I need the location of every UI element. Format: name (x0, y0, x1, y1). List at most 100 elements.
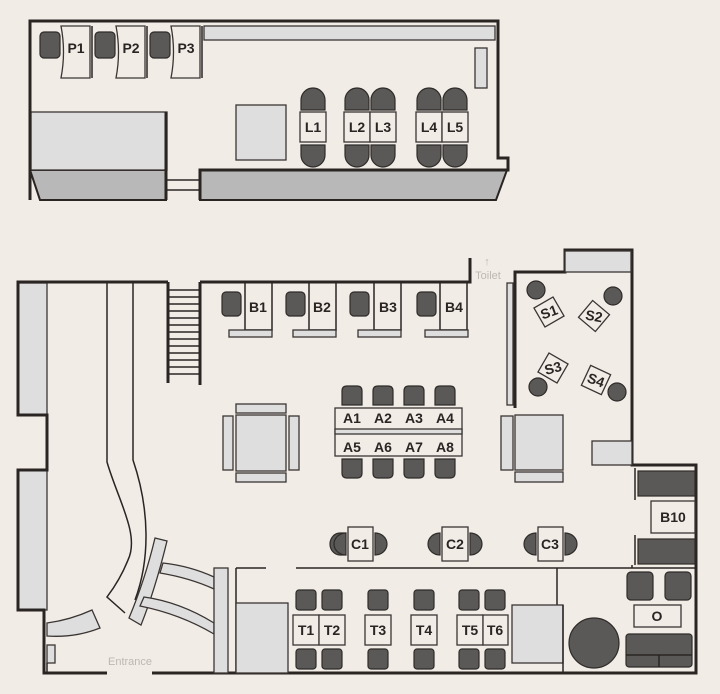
arrow-up-icon: ↑ (484, 256, 490, 268)
counter-seat-c3[interactable]: C3 (523, 526, 578, 562)
seat-label-a6[interactable]: A6 (374, 439, 392, 455)
office-label: O (652, 608, 663, 624)
desk-p2[interactable]: P2 (94, 25, 148, 79)
entrance-corridor (46, 282, 215, 673)
seat-label-a4[interactable]: A4 (436, 410, 454, 426)
table-label: C2 (446, 536, 464, 552)
booth-b1[interactable]: B1 (221, 283, 273, 338)
chair-icon (349, 291, 370, 317)
table-label: T5 (462, 622, 479, 638)
upper-square-table (235, 104, 287, 161)
desk-p1[interactable]: P1 (39, 25, 93, 79)
upper-floor: P1 P2 P3 L1 L2 L3 L4 L5 (28, 19, 510, 201)
seat-label-a5[interactable]: A5 (343, 439, 361, 455)
table-t3[interactable]: T3 (364, 614, 392, 646)
lower-wall-left (16, 280, 168, 675)
table-l5[interactable]: L5 (441, 111, 469, 143)
upper-ledge-left (28, 169, 167, 201)
s-room-partition (506, 282, 514, 406)
seat-label-a7[interactable]: A7 (405, 439, 423, 455)
counter-seat-c1[interactable]: C1 (329, 526, 388, 562)
lower-wall-top (200, 258, 472, 284)
table-label: T6 (487, 622, 504, 638)
table-label: C3 (541, 536, 559, 552)
table-label: L4 (421, 119, 438, 135)
upper-counter (203, 25, 496, 41)
t-table-chairs (295, 589, 506, 670)
stool-icon (526, 280, 546, 300)
chair-icon (94, 31, 116, 59)
counter-seat-c2[interactable]: C2 (427, 526, 483, 562)
table-label: L5 (447, 119, 464, 135)
chair-icon (416, 291, 437, 317)
standing-table-s3[interactable]: S3 (528, 352, 569, 397)
office-o[interactable]: O (625, 571, 693, 668)
seat-label-a3[interactable]: A3 (405, 410, 423, 426)
desk-p3[interactable]: P3 (149, 25, 203, 79)
wall-panel (17, 469, 48, 611)
square-meeting-table[interactable] (222, 403, 300, 483)
counter-block (235, 602, 289, 674)
booth-label: B3 (379, 299, 397, 315)
stool-icon (528, 377, 548, 397)
booth-label: B2 (313, 299, 331, 315)
upper-wall (28, 19, 510, 200)
table-label: C1 (351, 536, 369, 552)
lounge-seats (300, 87, 468, 168)
table-label: S2 (584, 307, 604, 326)
booth-b4[interactable]: B4 (416, 283, 469, 338)
booth-b10[interactable]: B10 (634, 468, 696, 565)
table-l2[interactable]: L2 (343, 111, 371, 143)
bench-icon (637, 470, 696, 497)
round-table-icon (568, 617, 620, 669)
lower-stairs (166, 282, 202, 385)
seat-label-a1[interactable]: A1 (343, 410, 361, 426)
table-label: T1 (298, 622, 315, 638)
upper-ledge-right (199, 169, 509, 201)
service-counter (511, 604, 564, 664)
standing-table-s4[interactable]: S4 (580, 364, 627, 402)
booth-label: B1 (249, 299, 267, 315)
armchair-icon (664, 571, 692, 601)
booth-label: B4 (445, 299, 463, 315)
table-label: T2 (324, 622, 341, 638)
s-room-shelf (564, 250, 632, 273)
chair-icon (285, 291, 306, 317)
lower-wall-right (152, 248, 698, 675)
shared-table-a[interactable]: A1 A2 A3 A4 A5 A6 A7 A8 (334, 407, 463, 457)
upper-block (30, 111, 168, 171)
bench-icon (637, 538, 696, 565)
table-l3[interactable]: L3 (369, 111, 397, 143)
seat-label-a2[interactable]: A2 (374, 410, 392, 426)
table-t1[interactable]: T1 (292, 614, 320, 646)
table-t6[interactable]: T6 (482, 614, 509, 646)
table-l4[interactable]: L4 (415, 111, 443, 143)
seat-label-a8[interactable]: A8 (436, 439, 454, 455)
table-t2[interactable]: T2 (318, 614, 346, 646)
standing-table-s2[interactable]: S2 (577, 286, 623, 333)
entry-partition (213, 567, 229, 674)
table-label: S4 (585, 370, 607, 391)
toilet-link[interactable]: Toilet (475, 270, 501, 282)
desk-label: P2 (122, 40, 139, 56)
s-room-cabinet (591, 440, 633, 466)
table-l1[interactable]: L1 (299, 111, 327, 143)
table-label: T3 (370, 622, 387, 638)
s-room-table (500, 414, 564, 483)
chair-icon (149, 31, 171, 59)
table-label: L1 (305, 119, 322, 135)
chair-icon (39, 31, 61, 59)
booth-b3[interactable]: B3 (349, 283, 402, 338)
wall-panel (17, 282, 48, 416)
table-label: L2 (349, 119, 366, 135)
standing-table-s1[interactable]: S1 (526, 280, 565, 328)
desk-label: P3 (177, 40, 194, 56)
table-t4[interactable]: T4 (410, 614, 438, 646)
table-t5[interactable]: T5 (456, 614, 484, 646)
table-label: T4 (416, 622, 433, 638)
armchair-icon (626, 571, 654, 601)
booth-b2[interactable]: B2 (285, 283, 337, 338)
desk-label: P1 (67, 40, 84, 56)
stool-icon (607, 382, 627, 402)
